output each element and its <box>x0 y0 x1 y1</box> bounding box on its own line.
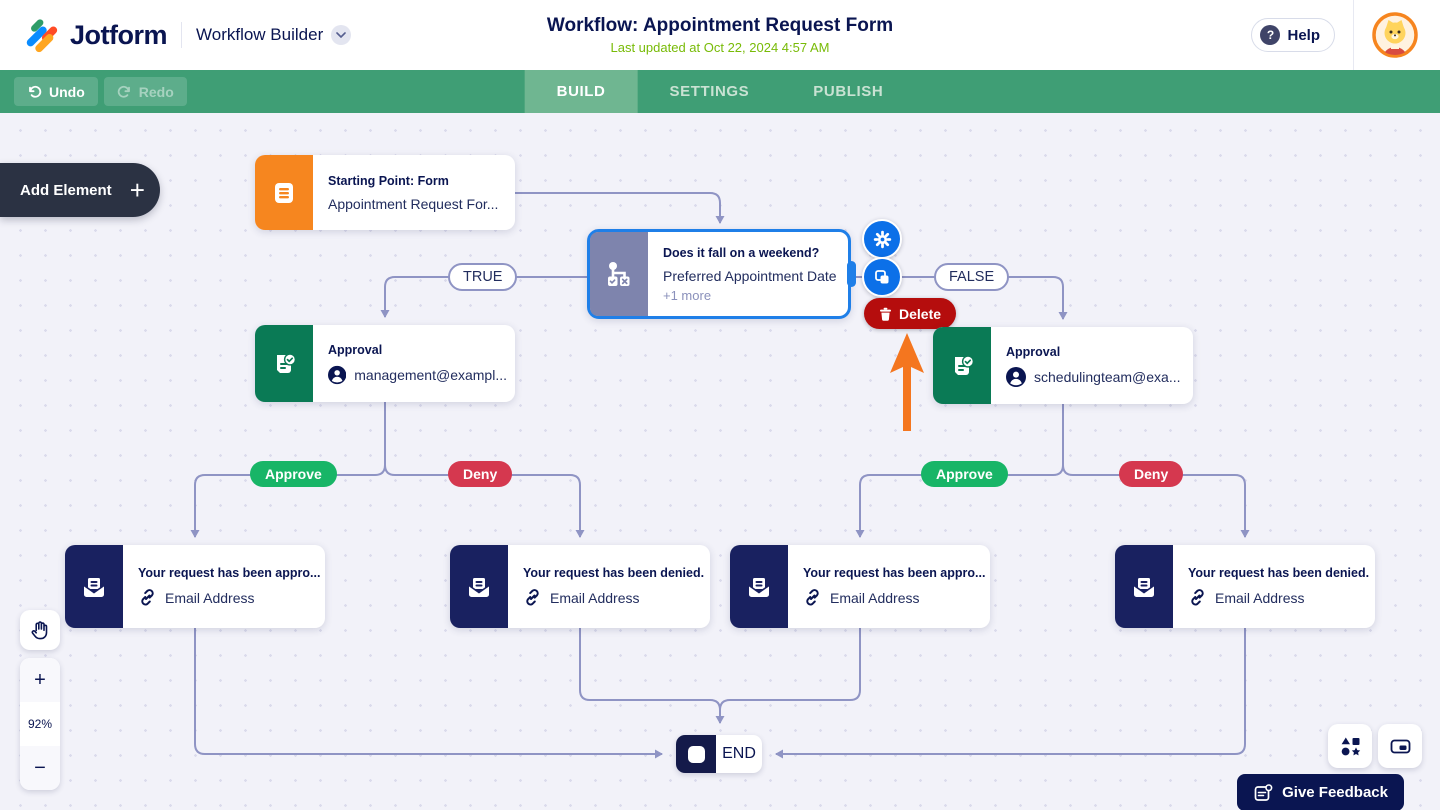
tab-publish[interactable]: PUBLISH <box>781 70 915 113</box>
help-button[interactable]: ? Help <box>1251 18 1335 52</box>
workflow-canvas[interactable]: TRUE FALSE Approve Deny Approve Deny Add… <box>0 113 1440 810</box>
zoom-level: 92% <box>20 702 60 746</box>
header-divider <box>181 22 182 48</box>
link-icon <box>806 589 819 606</box>
link-icon <box>526 589 539 606</box>
node-email-denied-right[interactable]: Your request has been denied. Email Addr… <box>1115 545 1375 628</box>
builder-toolbar: Undo Redo BUILD SETTINGS PUBLISH <box>0 70 1440 113</box>
email-field-label: Email Address <box>550 589 640 606</box>
elements-overview-button[interactable] <box>1328 724 1372 768</box>
node-condition[interactable]: Does it fall on a weekend? Preferred App… <box>587 229 856 319</box>
node-title: Your request has been denied. <box>523 566 705 580</box>
last-updated-text: Last updated at Oct 22, 2024 4:57 AM <box>610 40 830 55</box>
builder-tabs: BUILD SETTINGS PUBLISH <box>524 70 916 113</box>
email-icon <box>65 545 123 628</box>
trash-icon <box>880 307 891 321</box>
pan-tool-button[interactable] <box>20 610 60 650</box>
node-approval-true[interactable]: Approval management@exampl... <box>255 325 515 402</box>
shapes-icon <box>1341 737 1360 755</box>
tab-settings[interactable]: SETTINGS <box>637 70 781 113</box>
link-icon <box>1191 589 1204 606</box>
brand-name: Jotform <box>70 19 168 50</box>
redo-button[interactable]: Redo <box>103 77 187 106</box>
header-right: ? Help <box>1251 0 1418 70</box>
app-header: Jotform Workflow Builder Workflow: Appoi… <box>0 0 1440 70</box>
approval-icon <box>933 327 991 404</box>
branch-label-deny-right: Deny <box>1119 461 1184 487</box>
avatar-cat-icon <box>1372 12 1418 58</box>
approval-icon <box>255 325 313 402</box>
brand-group[interactable]: Jotform <box>22 16 168 54</box>
undo-icon <box>29 85 42 98</box>
product-name: Workflow Builder <box>196 25 324 44</box>
node-end[interactable]: END <box>676 735 762 773</box>
tutorial-arrow-icon <box>890 333 924 431</box>
node-title: Does it fall on a weekend? <box>663 245 820 260</box>
connector-handle[interactable] <box>847 261 856 287</box>
avatar[interactable] <box>1372 12 1418 58</box>
node-subtitle: Preferred Appointment Date <box>663 267 837 284</box>
link-icon <box>141 589 154 606</box>
node-starting-point-form[interactable]: Starting Point: Form Appointment Request… <box>255 155 515 230</box>
plus-icon: + <box>129 175 145 205</box>
redo-icon <box>117 85 130 98</box>
email-icon <box>450 545 508 628</box>
end-stop-icon <box>676 735 716 773</box>
email-field-label: Email Address <box>1215 589 1305 606</box>
zoom-out-button[interactable]: − <box>20 746 60 790</box>
hand-icon <box>31 621 48 640</box>
minimap-toggle-button[interactable] <box>1378 724 1422 768</box>
undo-button[interactable]: Undo <box>14 77 98 106</box>
form-icon <box>255 155 313 230</box>
node-title: Your request has been appro... <box>803 566 986 580</box>
approver-email: management@exampl... <box>354 366 507 383</box>
add-element-button[interactable]: Add Element + <box>0 163 160 217</box>
workflow-title-block: Workflow: Appointment Request Form Last … <box>420 15 1020 55</box>
zoom-in-button[interactable]: + <box>20 658 60 702</box>
branch-label-false: FALSE <box>934 263 1010 291</box>
person-icon <box>1006 366 1026 387</box>
node-title: Your request has been appro... <box>138 566 321 580</box>
approver-email: schedulingteam@exa... <box>1034 368 1181 385</box>
node-email-denied-left[interactable]: Your request has been denied. Email Addr… <box>450 545 710 628</box>
node-subtitle: Appointment Request For... <box>328 195 499 212</box>
node-title: Approval <box>328 342 383 357</box>
node-email-approved-left[interactable]: Your request has been appro... Email Add… <box>65 545 325 628</box>
header-divider <box>1353 0 1354 70</box>
flow-connectors <box>190 192 1250 759</box>
branch-label-approve-right: Approve <box>921 461 1008 487</box>
node-email-approved-right[interactable]: Your request has been appro... Email Add… <box>730 545 990 628</box>
tab-build[interactable]: BUILD <box>524 70 638 113</box>
branch-label-true: TRUE <box>448 263 518 291</box>
minimap-icon <box>1390 739 1410 753</box>
copy-icon <box>875 270 889 284</box>
email-field-label: Email Address <box>830 589 920 606</box>
condition-branch-icon <box>590 232 648 316</box>
feedback-icon <box>1254 783 1273 801</box>
node-title: Approval <box>1006 344 1061 359</box>
email-icon <box>1115 545 1173 628</box>
settings-button[interactable] <box>862 219 902 259</box>
node-title: Starting Point: Form <box>328 173 449 188</box>
condition-more-label: +1 more <box>663 287 712 303</box>
chevron-down-icon <box>331 25 352 45</box>
branch-label-approve-left: Approve <box>250 461 337 487</box>
person-icon <box>328 365 347 384</box>
node-title: Your request has been denied. <box>1188 566 1370 580</box>
jotform-logo-icon <box>26 19 58 53</box>
duplicate-button[interactable] <box>862 257 902 297</box>
page-title: Workflow: Appointment Request Form <box>546 15 894 36</box>
zoom-control: + 92% − <box>20 658 60 790</box>
email-field-label: Email Address <box>165 589 255 606</box>
undo-redo-group: Undo Redo <box>14 77 187 106</box>
question-mark-icon: ? <box>1260 25 1281 45</box>
end-label: END <box>722 745 756 762</box>
email-icon <box>730 545 788 628</box>
branch-label-deny-left: Deny <box>448 461 513 487</box>
give-feedback-button[interactable]: Give Feedback <box>1237 774 1404 810</box>
node-approval-false[interactable]: Approval schedulingteam@exa... <box>933 327 1193 404</box>
gear-icon <box>873 230 891 248</box>
delete-button[interactable]: Delete <box>864 298 957 329</box>
product-switcher[interactable]: Workflow Builder <box>196 25 352 45</box>
